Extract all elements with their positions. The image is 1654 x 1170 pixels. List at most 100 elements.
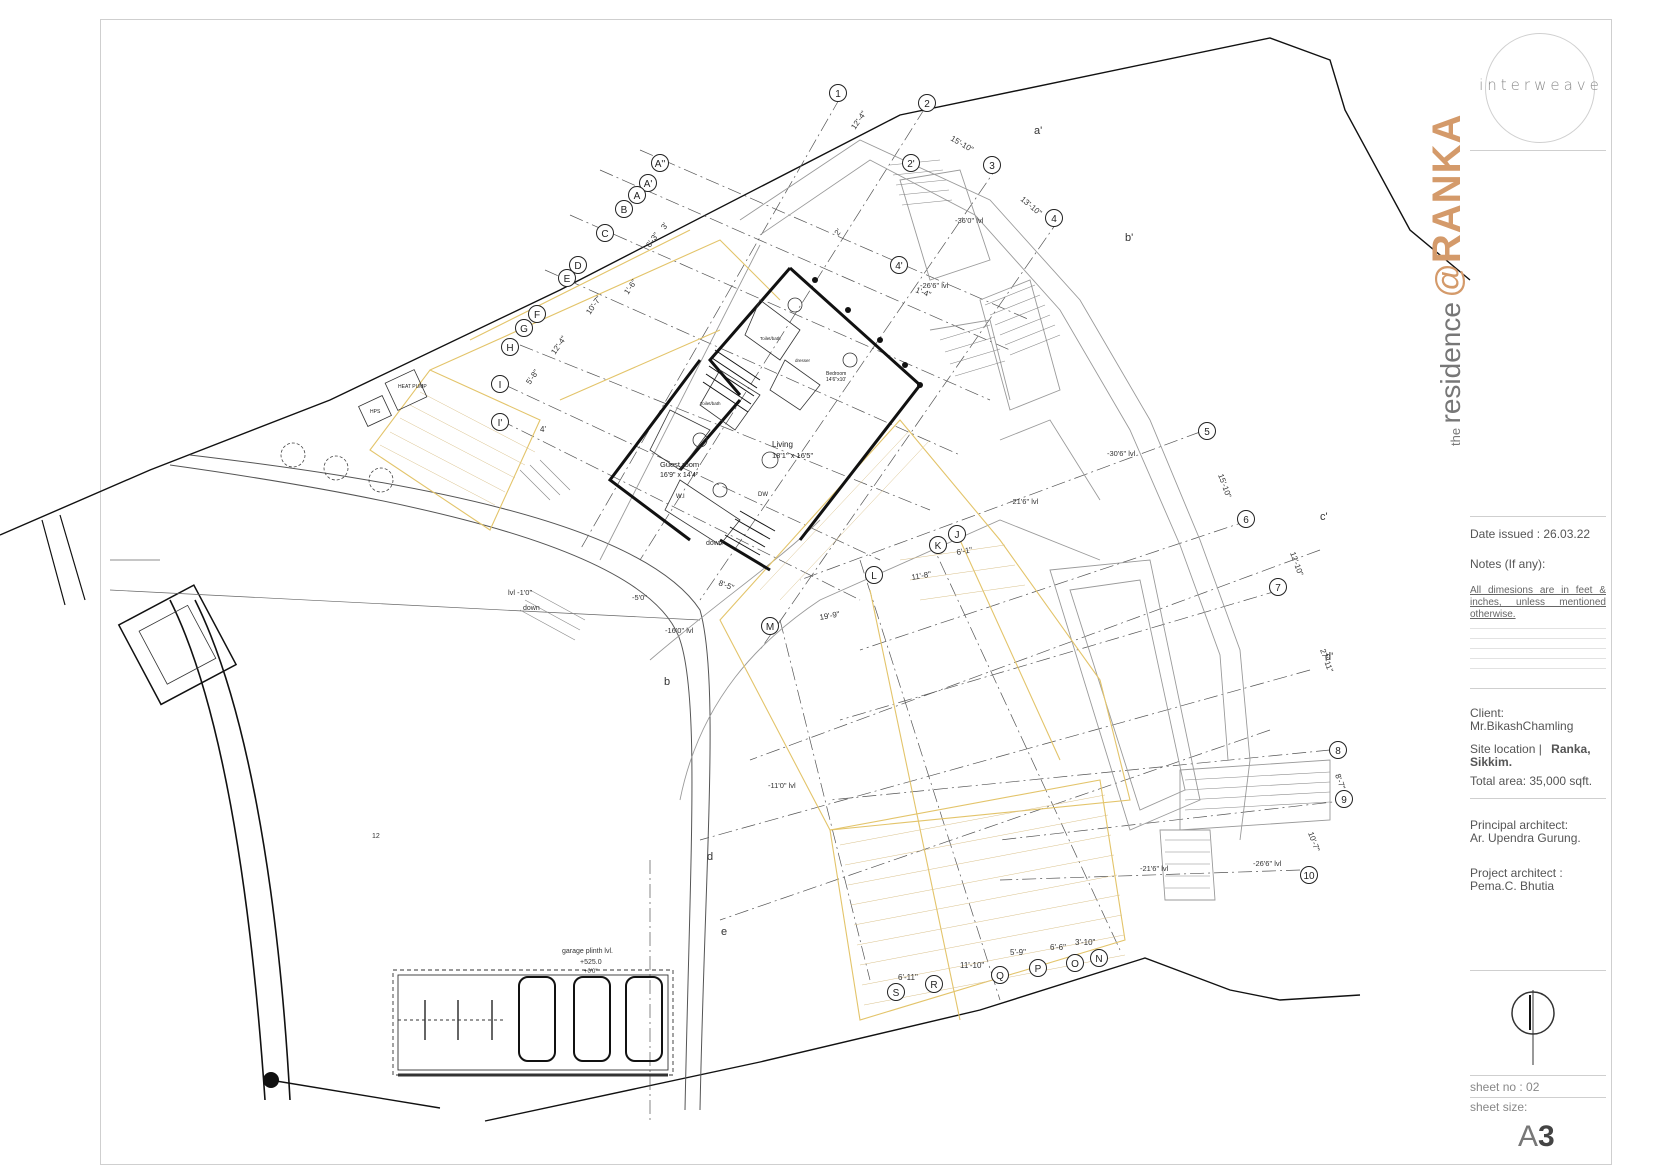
grid-letter: d' <box>1325 651 1333 663</box>
level-label: -21'6" lvl <box>1010 497 1039 506</box>
drawing-note: down <box>706 540 723 547</box>
grid-bubble-label: 4 <box>1051 214 1057 225</box>
grid-bubble: E <box>558 269 576 287</box>
grid-bubble-label: 3 <box>989 161 995 172</box>
grid-bubble: S <box>887 983 905 1001</box>
client-label: Client: <box>1470 706 1505 720</box>
dimension-label: 12'-4" <box>549 334 568 356</box>
grid-bubble-label: 10 <box>1303 871 1315 882</box>
note-line <box>1470 658 1606 659</box>
drawing-note: down <box>523 605 540 612</box>
north-arrow <box>1511 990 1555 1065</box>
room-label: Toilet/bath <box>700 401 721 406</box>
dimension-label: 1'-6" <box>622 278 639 296</box>
level-label: -16'0" lvl <box>665 626 694 635</box>
level-label: -30'6" lvl <box>1107 449 1136 458</box>
grid-bubble-label: J <box>955 530 960 541</box>
survey-point <box>263 1072 279 1088</box>
dimension-label: 5'-9" <box>1010 948 1026 957</box>
grid-bubble-label: H <box>506 343 513 354</box>
dimension-label: 3'-10" <box>1075 938 1096 947</box>
grid-bubble: 2 <box>918 94 936 112</box>
structural-grid <box>499 97 1351 1120</box>
divider <box>1470 516 1606 517</box>
dimension-label: 8'-5" <box>717 578 735 592</box>
grid-letter: a' <box>1034 125 1042 137</box>
dimension-label: 10'-7" <box>584 294 603 316</box>
grid-bubble: 8 <box>1329 741 1347 759</box>
dimension-label: 5'-8" <box>524 368 541 386</box>
grid-bubble: I' <box>491 413 509 431</box>
grid-bubble-label: 4' <box>895 261 903 272</box>
dimension-label: 6'-1" <box>956 545 973 557</box>
dimension-label: 11'-10" <box>960 961 984 970</box>
grid-bubble: 1 <box>829 84 847 102</box>
grid-bubble-label: I <box>499 380 502 391</box>
grid-bubble-label: L <box>871 571 877 582</box>
dimension-label: 15'-10" <box>949 134 975 154</box>
grid-bubble: R <box>925 975 943 993</box>
grid-bubble-label: D <box>574 261 581 272</box>
site-boundary-bottom <box>484 957 1361 1122</box>
logo-text: interweave <box>1479 76 1603 94</box>
client-name: Mr.BikashChamling <box>1470 719 1574 733</box>
project-name: residence <box>1435 302 1466 424</box>
room-label: 14'6"x10' <box>826 377 846 383</box>
access-road-inner <box>189 454 711 1111</box>
project-prefix: the <box>1448 427 1463 446</box>
principal-label: Principal architect: <box>1470 818 1569 832</box>
grid-bubble-label: O <box>1071 959 1079 970</box>
level-label: lvl -1'0" <box>508 588 532 597</box>
note-line <box>1470 638 1606 639</box>
dimension-label: 2' <box>833 227 844 238</box>
dimension-label: 4' <box>540 425 546 434</box>
room-label: Living <box>772 440 793 449</box>
room-label: 16'9" x 14'4" <box>660 472 699 479</box>
grid-bubble-label: M <box>766 622 774 633</box>
grid-bubble-label: 1 <box>835 89 841 100</box>
sheet-size-number: 3 <box>1538 1120 1555 1153</box>
project-architect-name: Pema.C. Bhutia <box>1470 879 1555 893</box>
grid-bubble: F <box>528 305 546 323</box>
grid-bubble: B <box>615 200 633 218</box>
gate-wall <box>41 514 86 606</box>
grid-bubble: 5 <box>1198 422 1216 440</box>
garage <box>392 969 674 1077</box>
room-label: Guest room <box>660 460 699 469</box>
grid-bubble: 6 <box>1237 510 1255 528</box>
room-label: 18'1" x 16'5" <box>772 451 813 460</box>
driveway-curve-inner <box>194 599 291 1101</box>
divider <box>1470 688 1606 689</box>
room-label: W.I <box>676 494 685 500</box>
site-location: Site location | Ranka, <box>1470 742 1591 756</box>
project-at: @ <box>1430 263 1468 298</box>
dimension-label: 3' <box>659 221 670 231</box>
dimension-label: 8'-7" <box>1333 773 1347 791</box>
sheet-size-label: sheet size: <box>1470 1100 1528 1114</box>
heat-pump-box <box>384 369 428 411</box>
grid-bubble-label: I' <box>498 418 503 429</box>
dimension-label: 15'-10" <box>1216 473 1233 500</box>
grid-bubble: 4 <box>1045 209 1063 227</box>
drawing-note: +0'0" <box>584 969 597 975</box>
grid-bubble: 10 <box>1300 866 1318 884</box>
dimension-label: 19'-9" <box>819 610 841 622</box>
dimension-label: 13'-10" <box>1019 195 1044 218</box>
note-line <box>1470 628 1606 629</box>
grid-bubble-label: 2' <box>907 159 915 170</box>
grid-bubble-label: N <box>1095 954 1102 965</box>
divider <box>1470 970 1606 971</box>
dimension-label: 6'-11" <box>898 973 918 982</box>
note-line <box>1470 648 1606 649</box>
room-label: Bedroom <box>826 371 846 377</box>
grid-bubble-label: P <box>1035 964 1042 975</box>
grid-bubble: 9 <box>1335 790 1353 808</box>
grid-bubble: I <box>491 375 509 393</box>
grid-bubble: 4' <box>890 256 908 274</box>
building-outlines <box>599 139 1331 901</box>
level-label: -26'6" lvl <box>920 281 949 290</box>
project-architect-label: Project architect : <box>1470 866 1563 880</box>
grid-bubble-label: 7 <box>1275 583 1281 594</box>
notes-text: All dimesions are in feet & inches, unle… <box>1470 585 1606 620</box>
